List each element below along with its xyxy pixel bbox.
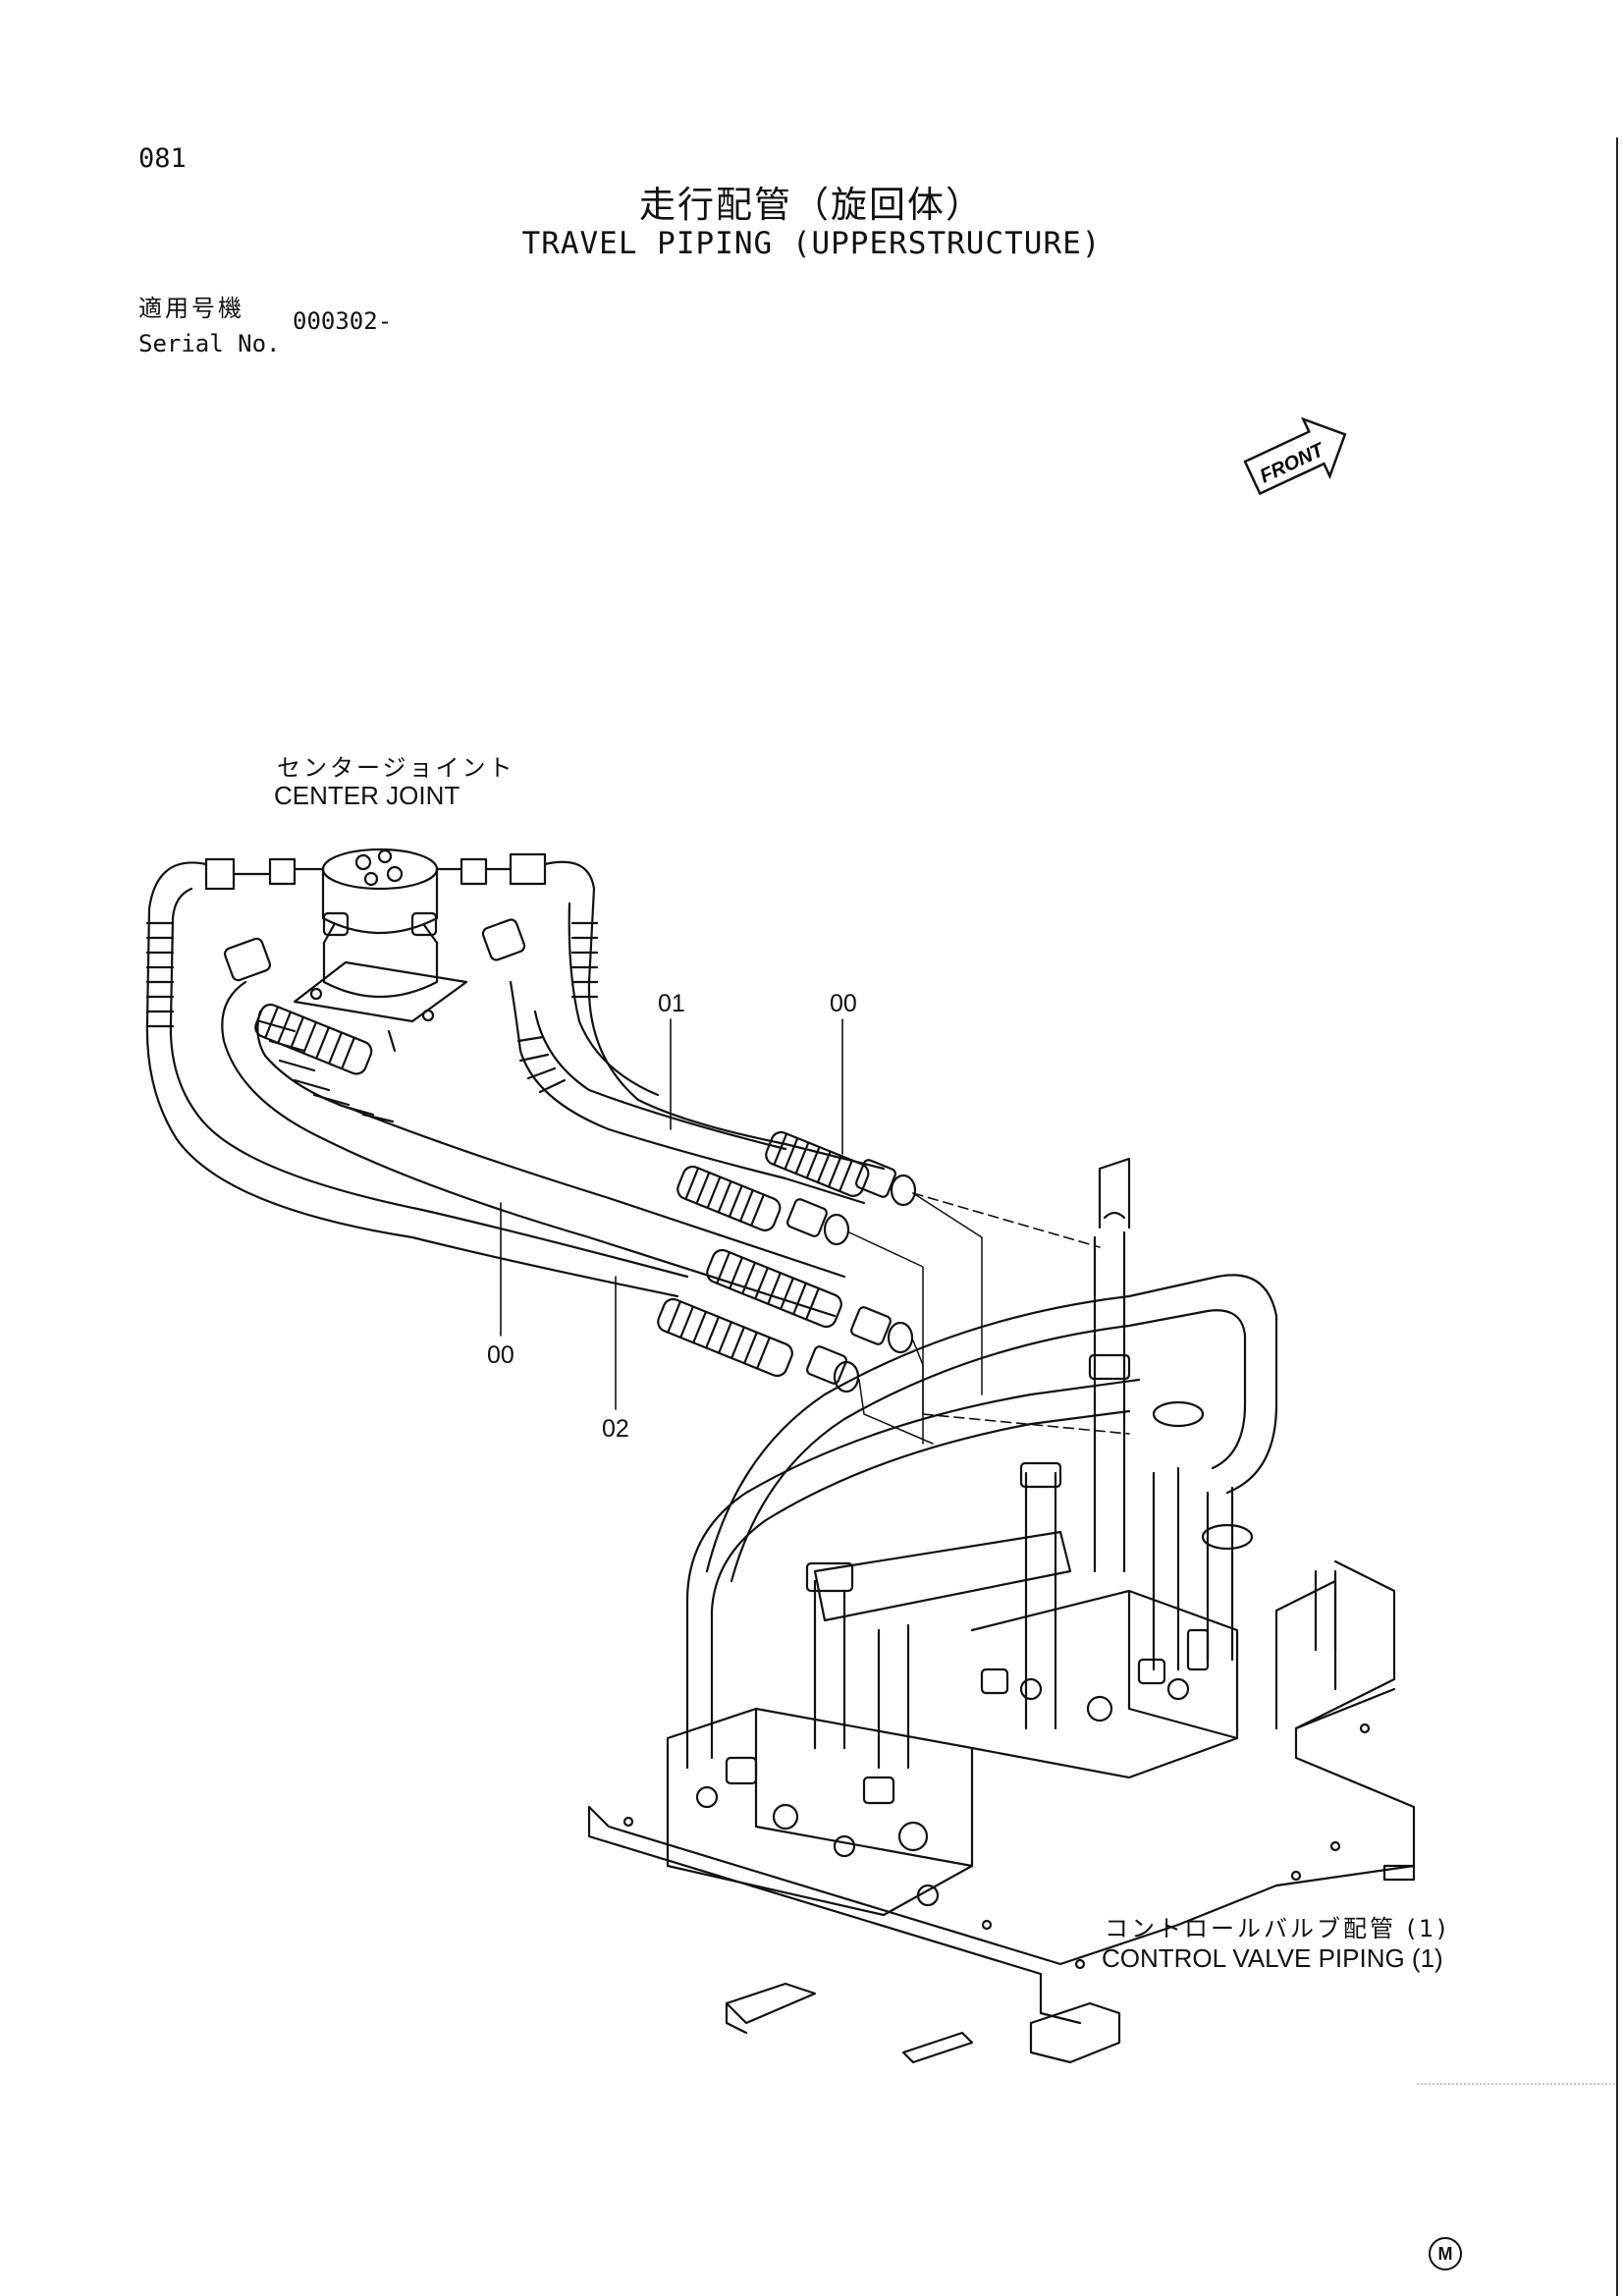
callout-00-top: 00 (830, 990, 857, 1017)
hose-02 (221, 918, 846, 1318)
hose-guards (254, 1003, 870, 1378)
hose-01 (509, 980, 866, 1205)
callout-leaders (500, 1018, 843, 1410)
hose-end-fittings (786, 1159, 917, 1394)
m-mark-icon: M (1429, 2237, 1462, 2270)
page-number: 081 (138, 143, 187, 174)
callout-01: 01 (658, 990, 685, 1017)
center-joint-label-en: CENTER JOINT (274, 781, 460, 810)
hose-00-right (484, 852, 886, 1171)
leader-lines (848, 1192, 983, 1445)
hose-00-left (145, 857, 689, 1298)
control-valve-label-jp: コントロールバルブ配管 (1) (1105, 1915, 1449, 1942)
control-valve-piping (685, 1157, 1278, 1770)
control-valve-label-en: CONTROL VALVE PIPING (1) (1102, 1943, 1443, 1973)
callout-00-bottom: 00 (487, 1341, 514, 1369)
page-title-en: TRAVEL PIPING (UPPERSTRUCTURE) (521, 226, 1102, 261)
control-valve (666, 1589, 1239, 1917)
serial-label-jp: 適用号機 (138, 295, 244, 322)
callout-02: 02 (602, 1415, 629, 1443)
center-joint-label-jp: センタージョイント (277, 754, 515, 782)
center-joint (268, 847, 488, 1053)
serial-value: 000302- (293, 307, 393, 335)
base-frame (587, 1559, 1416, 2064)
front-arrow-icon: FRONT (1243, 416, 1347, 496)
serial-label-en: Serial No. (138, 330, 281, 357)
page-title-jp: 走行配管（旋回体） (639, 184, 984, 226)
